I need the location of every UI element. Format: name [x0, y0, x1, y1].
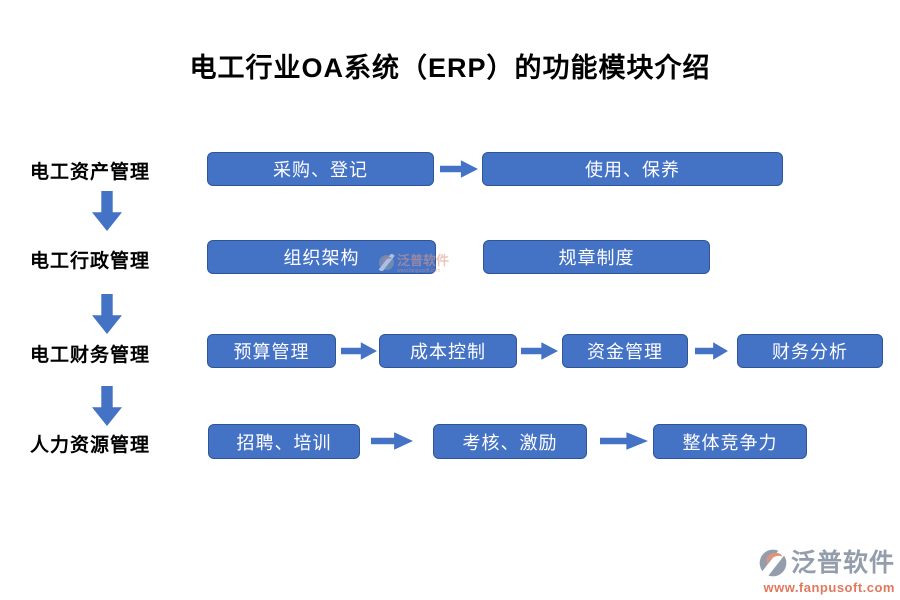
down-arrow-icon	[92, 191, 122, 231]
page-title: 电工行业OA系统（ERP）的功能模块介绍	[189, 53, 711, 83]
watermark-url: www.fanpusoft.com	[397, 268, 441, 275]
right-arrow-icon	[521, 342, 558, 360]
watermark-fanpu: 泛普软件 www.fanpusoft.com	[378, 253, 450, 275]
module-box-funds: 资金管理	[562, 334, 688, 368]
module-box-budget: 预算管理	[207, 334, 336, 368]
row-label-finance-management: 电工财务管理	[30, 345, 151, 366]
fanpu-logo-icon	[378, 254, 395, 271]
right-arrow-icon	[371, 432, 413, 450]
down-arrow-icon	[92, 294, 122, 334]
row-label-hr-management: 人力资源管理	[30, 435, 151, 456]
fanpu-brand: 泛普软件 www.fanpusoft.com	[750, 548, 895, 595]
module-box-competitiveness: 整体竞争力	[653, 424, 807, 459]
module-box-rules: 规章制度	[483, 240, 710, 274]
right-arrow-icon	[695, 342, 728, 360]
row-label-asset-management: 电工资产管理	[30, 162, 151, 183]
fanpu-logo-icon	[759, 548, 788, 578]
module-box-purchase-register: 采购、登记	[207, 152, 434, 186]
down-arrow-icon	[92, 386, 122, 426]
module-box-recruit-train: 招聘、培训	[208, 424, 360, 459]
right-arrow-icon	[440, 160, 478, 178]
row-label-admin-management: 电工行政管理	[30, 251, 151, 272]
module-box-finance-analysis: 财务分析	[737, 334, 883, 368]
module-box-org-structure: 组织架构	[207, 240, 436, 274]
watermark-text: 泛普软件	[397, 253, 450, 268]
brand-name: 泛普软件	[790, 548, 895, 577]
module-box-use-maintain: 使用、保养	[482, 152, 783, 186]
module-box-cost-control: 成本控制	[379, 334, 517, 368]
brand-url: www.fanpusoft.com	[763, 580, 895, 595]
right-arrow-icon	[341, 342, 377, 360]
right-arrow-icon	[600, 432, 648, 450]
module-box-assess-motivate: 考核、激励	[433, 424, 587, 459]
